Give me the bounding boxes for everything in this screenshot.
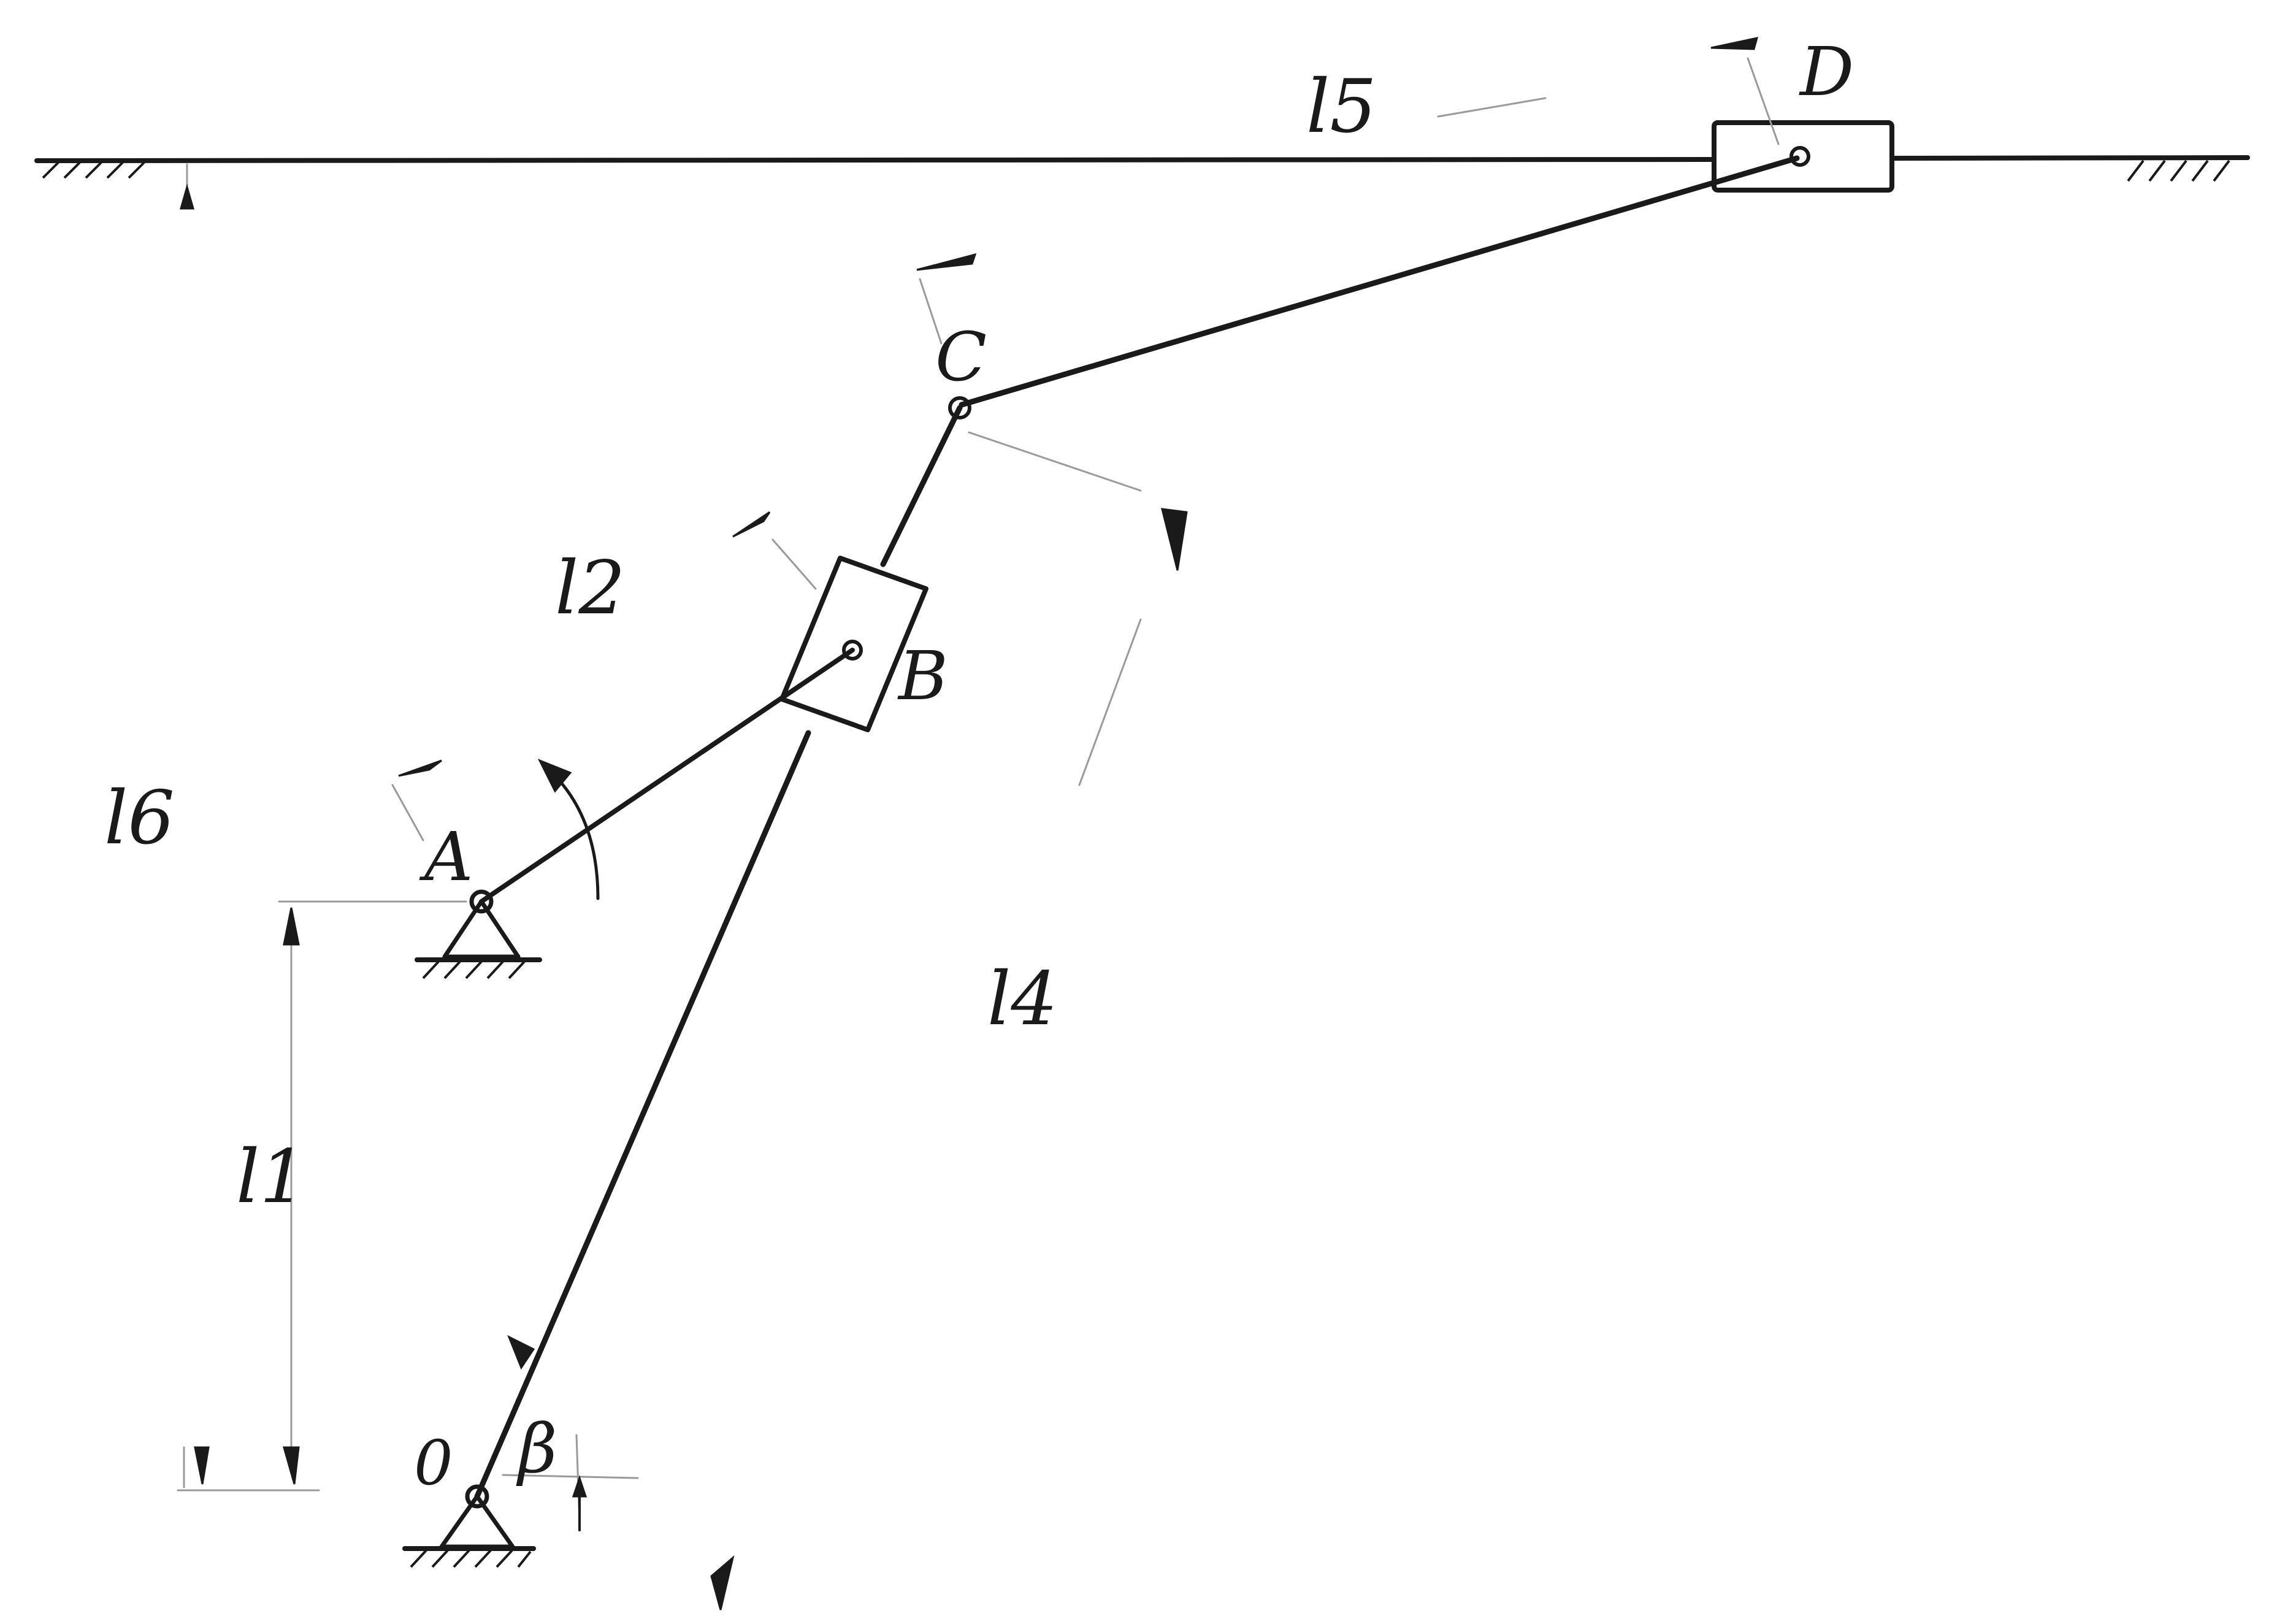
dimension-l1 [177, 900, 467, 1492]
guide-hatching-left [42, 161, 145, 179]
label-l5: l5 [1306, 64, 1377, 150]
dimension-l2-marker [391, 511, 817, 841]
slider-block-B [779, 556, 928, 732]
slider-block-D [1712, 120, 1894, 193]
ground-support-O [402, 1484, 536, 1568]
label-point-B: B [897, 637, 948, 715]
guide-hatching-right [2127, 159, 2230, 182]
label-l2: l2 [555, 546, 626, 631]
link-l4-O-to-C [474, 730, 811, 1500]
ground-support-A [415, 889, 542, 979]
joint-B [842, 640, 863, 661]
link-l5-C-to-D [959, 155, 1800, 408]
link-l4-upper-segment [880, 405, 963, 567]
dimension-l6 [180, 163, 210, 1488]
joint-C [948, 396, 971, 419]
dimension-l5-marker [710, 37, 1780, 1611]
joint-D [1789, 146, 1810, 167]
horizontal-guide-rail [34, 155, 2250, 182]
label-point-O: 0 [414, 1427, 453, 1499]
label-point-A: A [419, 818, 473, 896]
label-point-C: C [935, 318, 987, 396]
link-l2-A-to-B [479, 648, 855, 904]
angle-beta-marker [502, 1335, 639, 1531]
label-point-D: D [1799, 33, 1854, 111]
label-l1: l1 [236, 1135, 307, 1220]
label-angle-beta: β [516, 1409, 557, 1488]
rotation-arrow-A [537, 759, 600, 900]
dimension-l4-marker [916, 253, 1188, 786]
label-l4: l4 [987, 957, 1058, 1042]
label-l6: l6 [104, 776, 175, 861]
